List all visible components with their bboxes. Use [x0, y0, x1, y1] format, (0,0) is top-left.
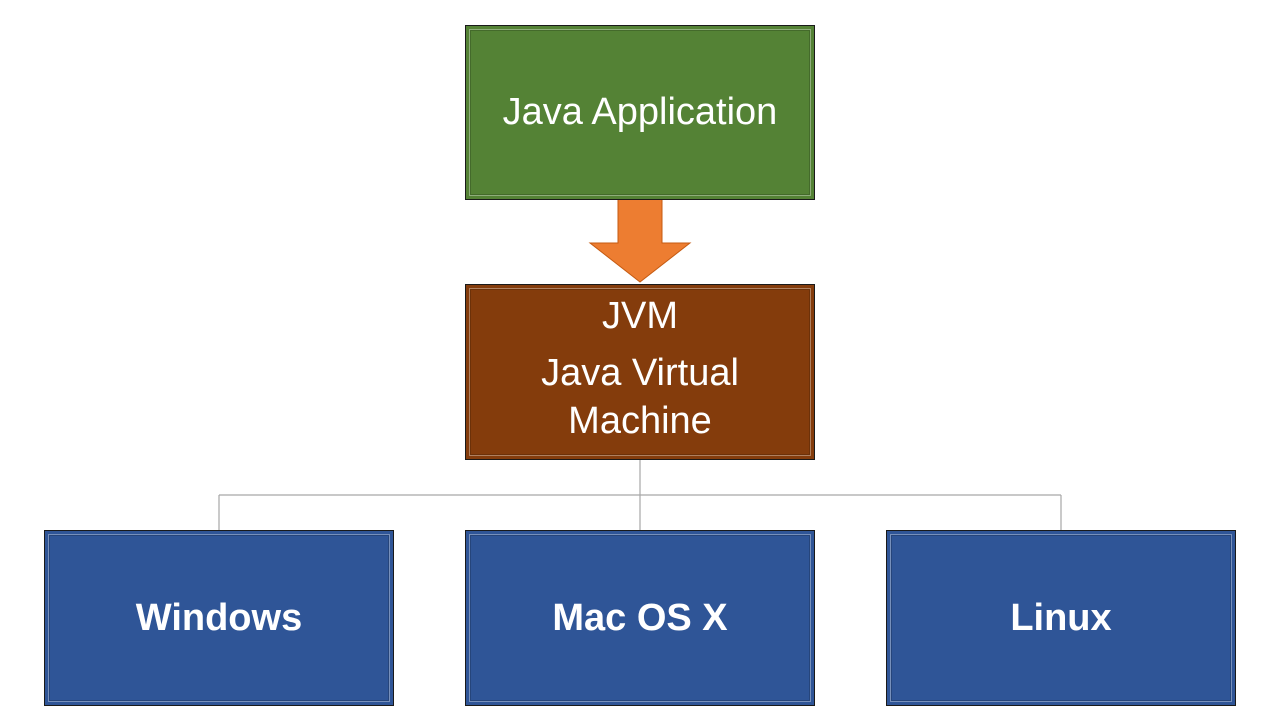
jvm-box: JVM Java Virtual Machine	[465, 284, 815, 460]
java-application-label: Java Application	[502, 91, 778, 133]
platform-box-linux: Linux	[886, 530, 1236, 706]
platform-label: Windows	[135, 596, 303, 639]
java-application-box: Java Application	[465, 25, 815, 200]
platform-box-mac-os-x: Mac OS X	[465, 530, 815, 706]
platform-label: Mac OS X	[552, 596, 728, 639]
platform-box-windows: Windows	[44, 530, 394, 706]
jvm-full-name: Java Virtual Machine	[541, 352, 739, 442]
down-arrow-icon	[588, 198, 692, 283]
platform-label: Linux	[1010, 596, 1112, 639]
jvm-abbreviation: JVM	[602, 295, 678, 337]
